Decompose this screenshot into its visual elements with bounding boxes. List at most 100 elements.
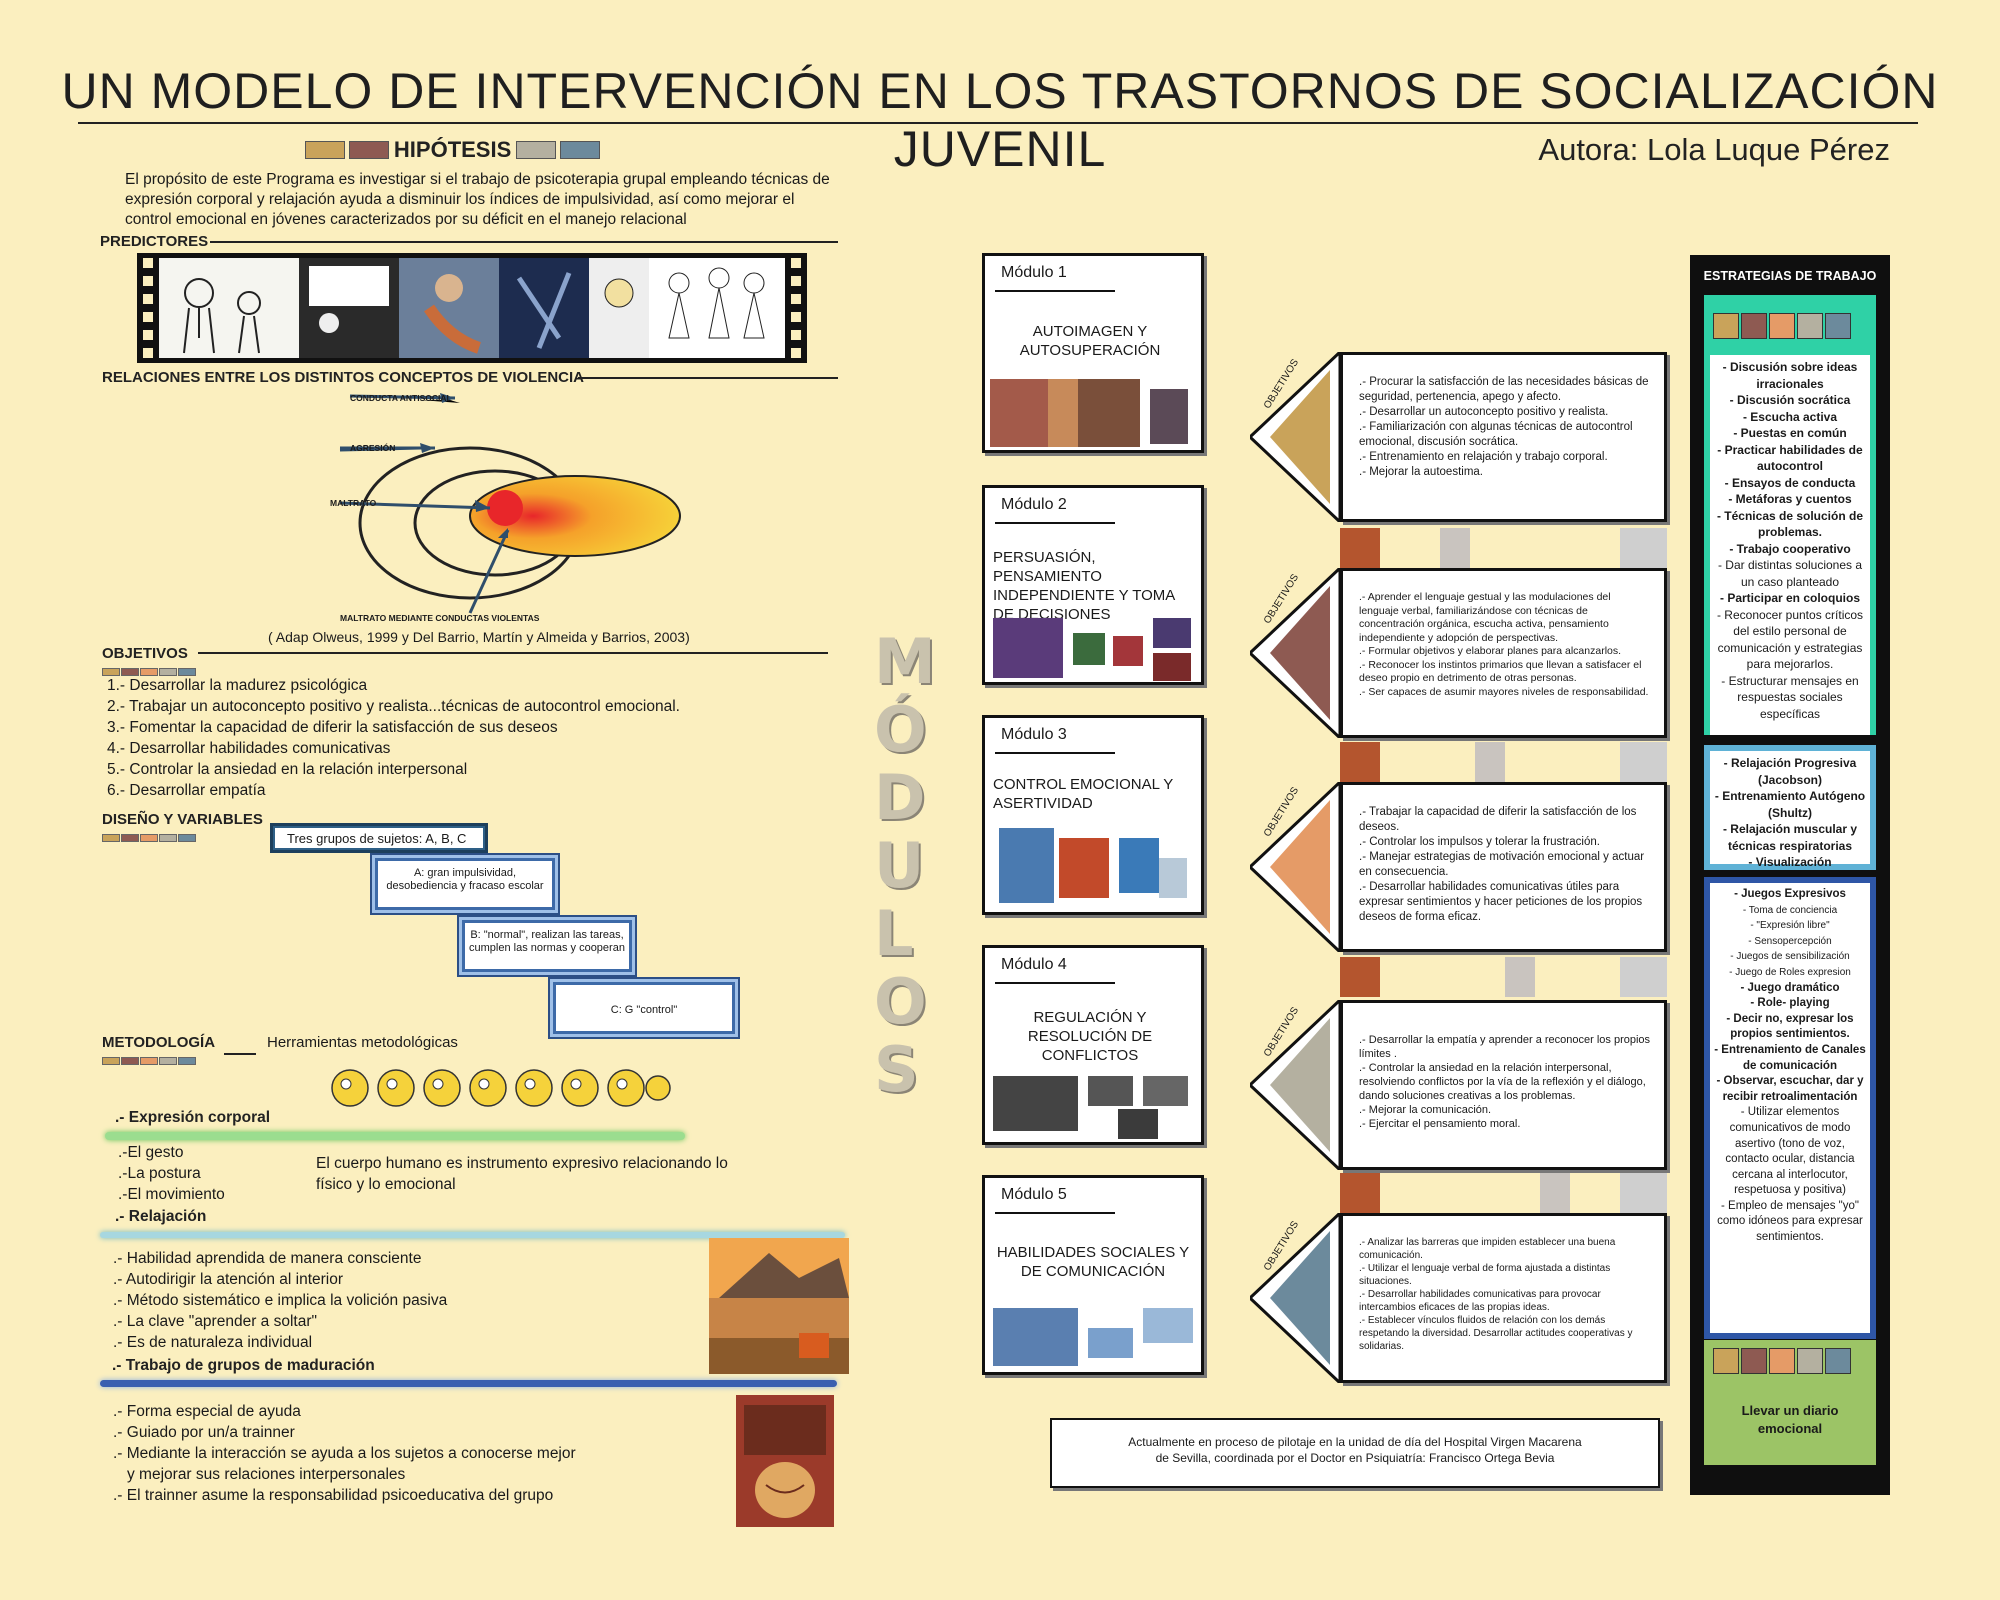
hypothesis-heading: HIPÓTESIS [393,137,512,162]
objective-item: 3.- Fomentar la capacidad de diferir la … [107,719,558,736]
strategy-item: - Estructurar mensajes en respuestas soc… [1721,673,1859,721]
module-3-label: Módulo 3 [1001,726,1067,743]
module-1-images [990,379,1188,447]
strategy-item: - Role- playing [1750,997,1830,1010]
module-4-name: REGULACIÓN Y RESOLUCIÓN DE CONFLICTOS [1027,1009,1153,1064]
module-3-objectives: .- Trabajar la capacidad de diferir la s… [1340,782,1667,952]
predictors-film-strip [137,253,807,363]
module-3-images [999,828,1187,903]
modulos-letter: U [874,829,925,902]
violence-label-agresion: AGRESIÓN [350,443,396,453]
objective-item: .- Mejorar la autoestima. [1359,466,1483,478]
module-4-images [993,1076,1188,1139]
color-swatch [560,141,601,159]
module-1-image-strip [1340,528,1667,568]
relaxation-item: .- Es de naturaleza individual [113,1334,313,1351]
strategy-item: - Reconocer puntos críticos del estilo p… [1716,607,1864,672]
objective-item: 6.- Desarrollar empatía [107,782,266,799]
strategy-item: - Juego de Roles expresion [1729,966,1851,978]
module-label-rule [995,522,1115,524]
strategies-section-3: - Juegos Expresivos - Toma de conciencia… [1704,877,1876,1339]
objective-item: .- Establecer vínculos fluidos de relaci… [1359,1315,1633,1352]
violence-label-maltrato: MALTRATO [330,498,377,508]
strategy-item: - Relajación Progresiva (Jacobson) [1723,756,1857,787]
objective-item: .- Desarrollar un autoconcepto positivo … [1359,406,1609,418]
predictors-images [159,258,785,358]
homer-faces-images [331,1069,671,1107]
strategy-item: - Observar, escuchar, dar y recibir retr… [1716,1075,1864,1103]
violence-label-maltrato-violento: MALTRATO MEDIANTE CONDUCTAS VIOLENTAS [340,613,540,623]
strategy-item: - Entrenamiento Autógeno (Shultz) [1714,789,1866,820]
relaxation-glow-line [100,1232,845,1238]
objective-item: 2.- Trabajar un autoconcepto positivo y … [107,698,680,715]
strategy-item: - Técnicas de solución de problemas. [1716,508,1864,540]
module-5-arrow [1247,1209,1342,1387]
module-2-box: Módulo 2 PERSUASIÓN, PENSAMIENTO INDEPEN… [982,485,1204,685]
module-4-label: Módulo 4 [1001,956,1067,973]
strategy-item: - Juego dramático [1740,981,1840,994]
objectives-swatches [102,663,197,681]
strategy-item: - Decir no, expresar los propios sentimi… [1726,1012,1854,1041]
violence-citation: ( Adap Olweus, 1999 y Del Barrio, Martín… [268,629,690,645]
module-label-rule [995,982,1115,984]
objectives-rule [198,652,828,654]
strategy-item: - Trabajo cooperativo [1729,541,1851,556]
footer-line-1: Actualmente en proceso de pilotaje en la… [1128,1435,1582,1449]
module-label-rule [995,1212,1115,1214]
modulos-letter: D [874,761,926,834]
predictors-rule [210,241,838,243]
body-expression-item: .-El gesto [118,1144,184,1161]
module-3-arrow [1247,778,1342,956]
strategy-item: - Relajación muscular y técnicas respira… [1722,822,1858,853]
objective-item: .- Desarrollar habilidades comunicativas… [1359,881,1643,923]
strategy-item: - Participar en coloquios [1719,591,1861,605]
objectives-heading: OBJETIVOS [102,645,188,662]
group-b-box: B: "normal", realizan las tareas, cumple… [462,920,632,972]
relaxation-item: .- Habilidad aprendida de manera conscie… [113,1250,422,1267]
objective-item: 1.- Desarrollar la madurez psicológica [107,677,368,694]
author: Autora: Lola Luque Pérez [1538,132,1890,167]
film-holes-left [143,258,153,358]
groups-item: .- Forma especial de ayuda [113,1403,301,1420]
modulos-letter: Ó [874,693,927,766]
strategies-section-2: - Relajación Progresiva (Jacobson) - Ent… [1704,745,1876,870]
objective-item: .- Procurar la satisfacción de las neces… [1359,376,1649,403]
objective-item: 4.- Desarrollar habilidades comunicativa… [107,740,391,757]
title-divider [78,122,1918,124]
design-swatches [102,829,197,847]
group-a-box: A: gran impulsividad, desobediencia y fr… [375,858,555,910]
objective-item: .- Trabajar la capacidad de diferir la s… [1359,806,1637,833]
group-c-box: C: G "control" [553,982,735,1034]
objective-item: .- Mejorar la comunicación. [1359,1104,1492,1116]
relaxation-item: .- Método sistemático e implica la volic… [113,1292,448,1309]
strategies-bottom-band: Llevar un diario emocional [1704,1340,1876,1465]
strategy-item: - Juegos Expresivos [1734,888,1846,900]
relaxation-item: .- Autodirigir la atención al interior [113,1271,344,1288]
strategy-item: - Visualización [1748,855,1832,869]
groups-glow-line [100,1380,837,1387]
module-5-images [993,1308,1193,1366]
groups-item: .- El trainner asume la responsabilidad … [113,1487,554,1504]
strategy-item: - Escucha activa [1742,409,1838,424]
groups-header: Tres grupos de sujetos: A, B, C [275,828,483,848]
film-holes-right [791,258,801,358]
footer-line-2: de Sevilla, coordinada por el Doctor en … [1155,1451,1555,1465]
relaxation-list: .- Habilidad aprendida de manera conscie… [113,1248,447,1353]
objective-item: .- Desarrollar la empatía y aprender a r… [1359,1034,1651,1060]
body-expression-note: El cuerpo humano es instrumento expresiv… [316,1155,728,1193]
strategy-item: - Empleo de mensajes "yo" como idóneos p… [1717,1199,1863,1244]
module-2-objectives: .- Aprender el lenguaje gestual y las mo… [1340,568,1667,738]
strategies-column: ESTRATEGIAS DE TRABAJO - Discusión sobre… [1690,255,1890,1495]
module-1-name: AUTOIMAGEN Y AUTOSUPERACIÓN [1019,323,1161,359]
violence-rule [578,377,838,379]
hypothesis-text: El propósito de este Programa es investi… [125,171,830,228]
module-2-arrow [1247,564,1342,742]
relaxation-heading: .- Relajación [115,1208,207,1225]
hypothesis-heading-row: HIPÓTESIS [305,137,601,163]
modulos-letter: L [874,897,914,970]
module-1-arrow [1247,348,1342,526]
body-expression-glow-line [105,1132,685,1140]
methodology-swatches [102,1052,197,1070]
color-swatch [305,141,345,159]
strategy-item: - Discusión socrática [1729,393,1851,407]
